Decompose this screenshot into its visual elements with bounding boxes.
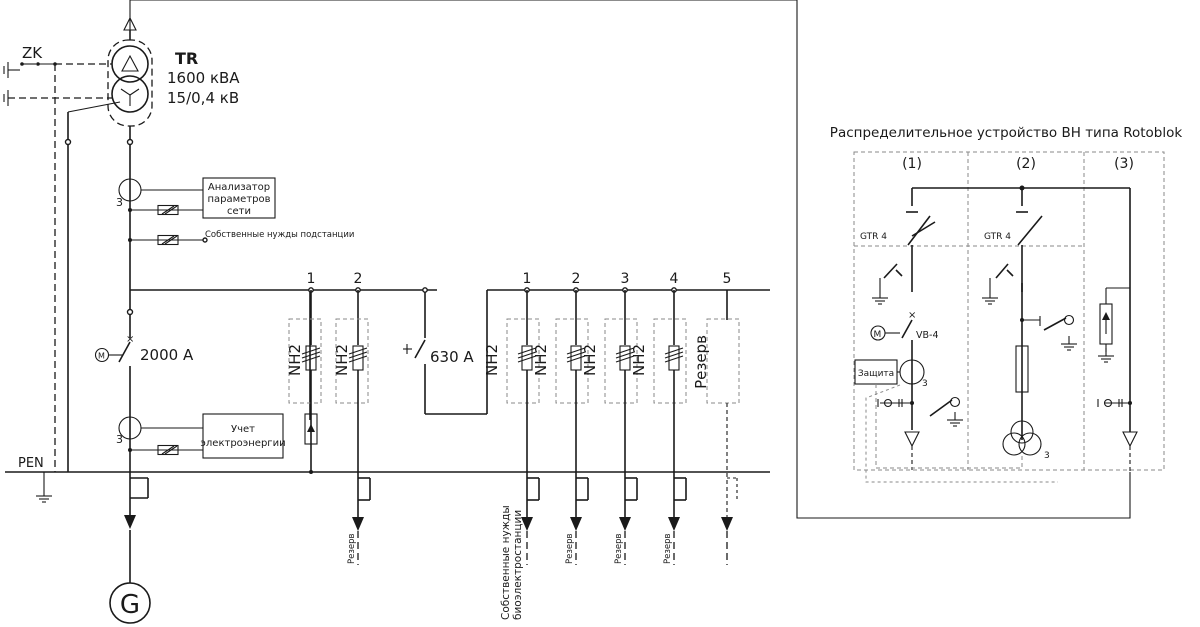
hv-cell-1: (1)	[902, 156, 922, 172]
feeder-output-label: Резерв	[663, 533, 673, 564]
hv-gtr-2: GTR 4	[984, 232, 1011, 242]
hv-cell-3: (3)	[1114, 156, 1134, 172]
transformer-voltage: 15/0,4 кВ	[167, 89, 239, 107]
pen-label: PEN	[18, 456, 44, 471]
metering-ct-count: 3	[116, 433, 123, 446]
feeder-output-label: Собственные нужды	[500, 505, 512, 620]
nh2-label: NH2	[333, 344, 351, 376]
analyzer-line-2: параметров	[207, 194, 270, 205]
main-breaker: × M	[94, 290, 134, 440]
hv-cable-loop	[129, 0, 1131, 519]
nh2-label: NH2	[630, 344, 648, 376]
aux-feeder	[128, 234, 208, 246]
metering-ct	[118, 416, 203, 456]
metering-line-2: электроэнергии	[200, 438, 285, 449]
svg-text:×: ×	[908, 310, 916, 321]
nh2-label: NH2	[483, 344, 501, 376]
zk-earthing	[3, 62, 112, 472]
hv-protection-label: Защита	[858, 369, 894, 379]
hv-vb-label: VB-4	[916, 330, 939, 341]
hv-gtr-1: GTR 4	[860, 232, 887, 242]
feeder-number: 5	[723, 271, 732, 287]
metering-box: Учет электроэнергии	[200, 413, 286, 459]
feeder-output-label: Резерв	[565, 533, 575, 564]
aux-label: Собственные нужды подстанции	[205, 230, 354, 240]
feeder-output-label: Резерв	[347, 533, 357, 564]
hv-cell-2: (2)	[1016, 156, 1036, 172]
transformer-symbol	[107, 16, 153, 136]
feeder-number: 2	[354, 271, 363, 287]
generator-symbol	[109, 582, 151, 624]
transformer-label: TR	[175, 49, 198, 68]
bus-coupler	[403, 287, 488, 415]
feeder-number: 3	[621, 271, 630, 287]
metering-line-1: Учет	[231, 424, 255, 435]
generator-label: G	[120, 590, 140, 620]
analyzer-line-1: Анализатор	[208, 182, 270, 193]
generator-feeder	[109, 440, 151, 624]
hv-ct-count: 3	[922, 379, 928, 389]
feeder-output-label: Резерв	[614, 533, 624, 564]
nh2-label: NH2	[581, 344, 599, 376]
svg-text:×: ×	[126, 334, 134, 345]
hv-title: Распределительное устройство ВН типа Rot…	[830, 125, 1183, 141]
hv-motor-label: M	[874, 330, 882, 340]
nh2-label: NH2	[286, 344, 304, 376]
hv-switchgear: × M Защита	[853, 151, 1165, 483]
section-2-reserve-label: Резерв	[692, 335, 710, 389]
feeder-number: 1	[307, 271, 316, 287]
coupler-rating: 630 A	[430, 348, 474, 366]
nh2-label: NH2	[532, 344, 550, 376]
feeder-number: 1	[523, 271, 532, 287]
main-breaker-rating: 2000 A	[140, 346, 194, 364]
hv-vt-count: 3	[1044, 451, 1050, 461]
analyzer-ct	[118, 178, 203, 216]
feeder-output-label: биоэлектростанции	[512, 510, 524, 620]
svg-text:M: M	[98, 352, 105, 361]
transformer-power: 1600 кВА	[167, 69, 240, 87]
feeder-number: 4	[670, 271, 679, 287]
feeder-number: 2	[572, 271, 581, 287]
analyzer-ct-count: 3	[116, 196, 123, 209]
analyzer-box: Анализатор параметров сети	[202, 177, 276, 219]
section-2-reserve-feeder: 5	[706, 271, 740, 565]
zk-label: ZK	[22, 44, 43, 62]
analyzer-line-3: сети	[227, 206, 251, 217]
